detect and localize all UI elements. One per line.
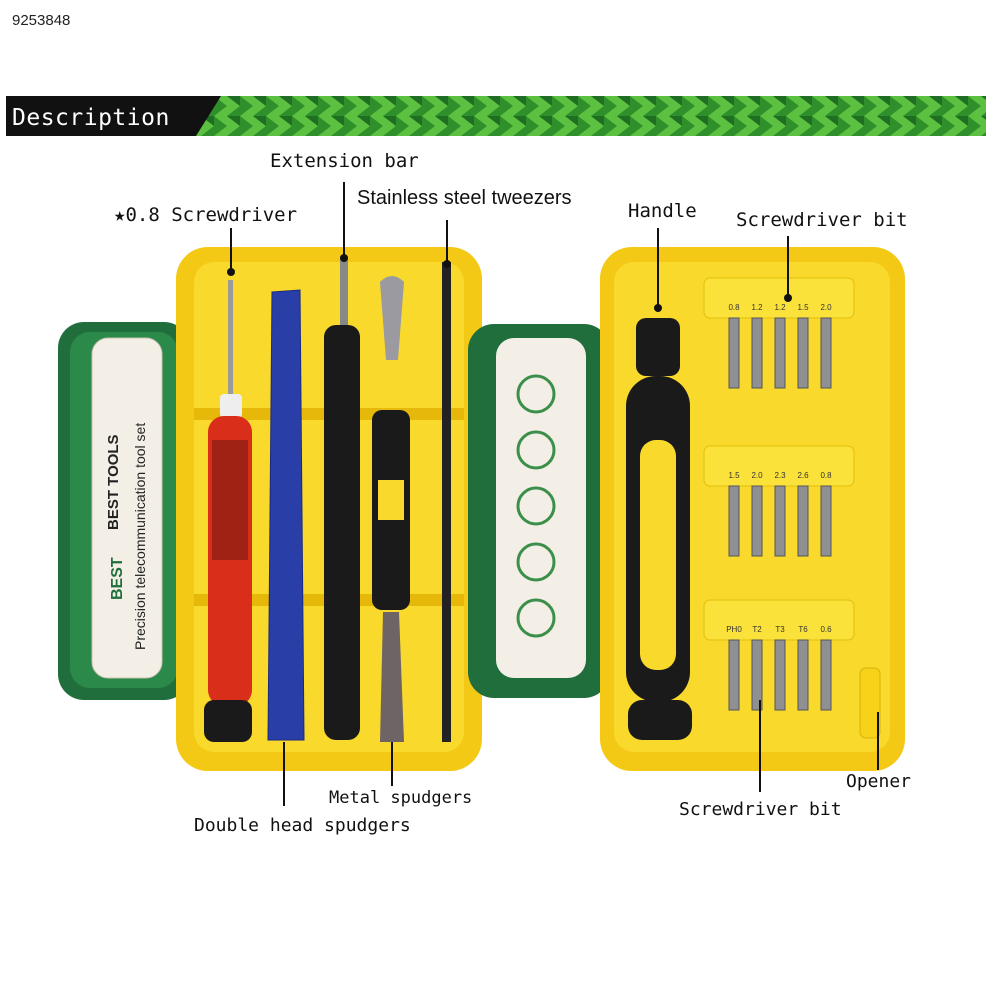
callout-lines <box>230 182 879 806</box>
bit-2-0 <box>728 639 740 711</box>
bit-label-1-3: 2.6 <box>797 471 809 480</box>
bit-label-1-1: 2.0 <box>751 471 763 480</box>
bit-1-2 <box>774 485 786 557</box>
label-handle: Handle <box>628 200 697 222</box>
card-brand: BEST <box>109 557 126 600</box>
bit-0-4 <box>820 317 832 389</box>
bit-2-3 <box>797 639 809 711</box>
bit-1-3 <box>797 485 809 557</box>
bit-trays <box>703 277 855 641</box>
label-screwdriver-bit-bottom: Screwdriver bit <box>679 799 842 820</box>
screwdriver-08 <box>204 280 252 742</box>
bit-1-0 <box>728 485 740 557</box>
metal-spudger <box>372 276 410 742</box>
bit-2-1 <box>751 639 763 711</box>
bit-label-0-3: 1.5 <box>797 303 809 312</box>
bit-2-4 <box>820 639 832 711</box>
screwdriver-handle <box>626 318 692 740</box>
card-subtitle: Precision telecommunication tool set <box>132 423 148 650</box>
bit-label-1-4: 0.8 <box>820 471 832 480</box>
product-id: 9253848 <box>12 12 71 29</box>
label-metal-spudgers: Metal spudgers <box>329 788 473 808</box>
bit-label-0-0: 0.8 <box>728 303 740 312</box>
description-title: Description <box>12 105 170 131</box>
bit-label-2-1: T2 <box>752 625 762 634</box>
label-08-screwdriver: ★0.8 Screwdriver <box>114 204 298 226</box>
label-tweezers: Stainless steel tweezers <box>357 187 572 209</box>
bit-label-1-2: 2.3 <box>774 471 786 480</box>
description-banner <box>6 96 986 136</box>
bit-label-1-0: 1.5 <box>728 471 740 480</box>
extension-bar <box>324 258 360 740</box>
bit-label-0-2: 1.2 <box>774 303 786 312</box>
bit-0-2 <box>774 317 786 389</box>
bit-0-3 <box>797 317 809 389</box>
opener <box>859 667 881 739</box>
tweezers <box>442 262 451 742</box>
bit-2-2 <box>774 639 786 711</box>
bit-label-2-2: T3 <box>775 625 785 634</box>
bit-label-0-1: 1.2 <box>751 303 763 312</box>
bit-0-0 <box>728 317 740 389</box>
bit-label-2-3: T6 <box>798 625 808 634</box>
bit-label-2-4: 0.6 <box>820 625 832 634</box>
label-opener: Opener <box>846 771 912 792</box>
bit-1-4 <box>820 485 832 557</box>
label-screwdriver-bit-top: Screwdriver bit <box>736 209 908 231</box>
bit-1-1 <box>751 485 763 557</box>
screwdriver-bits <box>728 317 832 711</box>
bit-label-2-0: PH0 <box>726 625 742 634</box>
card-title: BEST TOOLS <box>105 434 122 530</box>
double-head-spudger <box>267 289 305 741</box>
bit-label-0-4: 2.0 <box>820 303 832 312</box>
left-green-lid <box>58 322 190 700</box>
center-green-lid <box>468 324 610 698</box>
bit-0-1 <box>751 317 763 389</box>
label-double-head-spudgers: Double head spudgers <box>194 815 411 836</box>
label-extension-bar: Extension bar <box>270 150 419 172</box>
